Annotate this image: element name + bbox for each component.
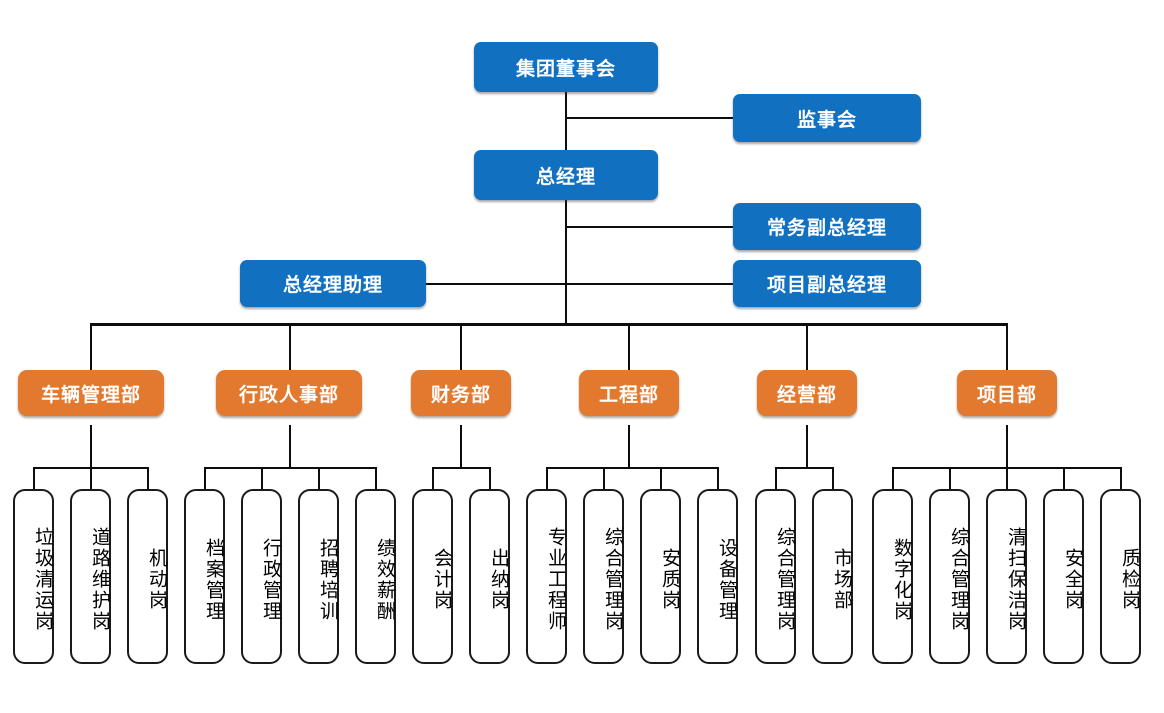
node-supervisory[interactable]: 监事会 bbox=[733, 94, 921, 142]
leaf-stem-f2 bbox=[489, 467, 491, 489]
node-project-deputy[interactable]: 项目副总经理 bbox=[733, 260, 921, 307]
leaf-stem-p1 bbox=[892, 467, 894, 489]
node-position-operations-2[interactable]: 市场部 bbox=[812, 489, 853, 664]
subtree-stem-engineering bbox=[628, 425, 630, 468]
node-position-adminhr-3[interactable]: 招聘培训 bbox=[298, 489, 339, 664]
leaf-stem-p3 bbox=[1006, 467, 1008, 489]
leaf-stem-e4 bbox=[717, 467, 719, 489]
leaf-stem-e2 bbox=[603, 467, 605, 489]
node-position-finance-1[interactable]: 会计岗 bbox=[412, 489, 453, 664]
node-position-engineering-3[interactable]: 安质岗 bbox=[640, 489, 681, 664]
node-position-project-3[interactable]: 清扫保洁岗 bbox=[986, 489, 1027, 664]
connector-to-supervisory bbox=[565, 117, 733, 119]
leaf-stem-f1 bbox=[432, 467, 434, 489]
dept-stem-engineering bbox=[628, 323, 630, 370]
leaf-stem-v3 bbox=[147, 467, 149, 489]
node-dept-engineering[interactable]: 工程部 bbox=[579, 370, 679, 416]
dept-stem-finance bbox=[460, 323, 462, 370]
leaf-stem-o1 bbox=[775, 467, 777, 489]
leaf-stem-e1 bbox=[546, 467, 548, 489]
node-dept-admin-hr[interactable]: 行政人事部 bbox=[216, 370, 362, 416]
leaf-stem-p2 bbox=[949, 467, 951, 489]
connector-to-exec-deputy bbox=[565, 226, 733, 228]
node-general-manager[interactable]: 总经理 bbox=[474, 150, 658, 200]
dept-stem-admin-hr bbox=[289, 323, 291, 370]
connector-gm-trunk bbox=[565, 199, 567, 324]
department-bus bbox=[90, 323, 1008, 326]
subtree-stem-admin-hr bbox=[289, 425, 291, 468]
leaf-stem-v1 bbox=[33, 467, 35, 489]
leaf-stem-a4 bbox=[375, 467, 377, 489]
leaf-stem-o2 bbox=[832, 467, 834, 489]
node-board[interactable]: 集团董事会 bbox=[474, 42, 658, 92]
leaf-stem-a1 bbox=[204, 467, 206, 489]
subtree-stem-operations bbox=[806, 425, 808, 468]
node-position-engineering-4[interactable]: 设备管理 bbox=[697, 489, 738, 664]
node-position-operations-1[interactable]: 综合管理岗 bbox=[755, 489, 796, 664]
dept-stem-operations bbox=[806, 323, 808, 370]
node-exec-deputy[interactable]: 常务副总经理 bbox=[733, 203, 921, 250]
node-position-adminhr-1[interactable]: 档案管理 bbox=[184, 489, 225, 664]
leaf-stem-v2 bbox=[90, 467, 92, 489]
dept-stem-project bbox=[1006, 323, 1008, 370]
node-dept-operations[interactable]: 经营部 bbox=[757, 370, 857, 416]
subtree-bus-operations bbox=[775, 467, 832, 469]
node-position-vehicle-3[interactable]: 机动岗 bbox=[127, 489, 168, 664]
subtree-stem-project bbox=[1006, 425, 1008, 468]
node-position-adminhr-4[interactable]: 绩效薪酬 bbox=[355, 489, 396, 664]
leaf-stem-p4 bbox=[1063, 467, 1065, 489]
node-gm-assistant[interactable]: 总经理助理 bbox=[240, 260, 426, 307]
subtree-stem-finance bbox=[460, 425, 462, 468]
node-position-project-5[interactable]: 质检岗 bbox=[1100, 489, 1141, 664]
node-dept-vehicle[interactable]: 车辆管理部 bbox=[18, 370, 164, 416]
leaf-stem-p5 bbox=[1120, 467, 1122, 489]
node-position-project-2[interactable]: 综合管理岗 bbox=[929, 489, 970, 664]
node-position-engineering-1[interactable]: 专业工程师 bbox=[526, 489, 567, 664]
leaf-stem-a2 bbox=[261, 467, 263, 489]
subtree-stem-vehicle bbox=[90, 425, 92, 468]
leaf-stem-a3 bbox=[318, 467, 320, 489]
node-dept-project[interactable]: 项目部 bbox=[957, 370, 1057, 416]
node-position-adminhr-2[interactable]: 行政管理 bbox=[241, 489, 282, 664]
node-position-finance-2[interactable]: 出纳岗 bbox=[469, 489, 510, 664]
node-dept-finance[interactable]: 财务部 bbox=[411, 370, 511, 416]
node-position-vehicle-2[interactable]: 道路维护岗 bbox=[70, 489, 111, 664]
subtree-bus-engineering bbox=[546, 467, 718, 469]
node-position-engineering-2[interactable]: 综合管理岗 bbox=[583, 489, 624, 664]
connector-to-project-deputy bbox=[565, 283, 733, 285]
node-position-project-4[interactable]: 安全岗 bbox=[1043, 489, 1084, 664]
connector-to-gm-assistant bbox=[425, 283, 566, 285]
dept-stem-vehicle bbox=[90, 323, 92, 370]
node-position-project-1[interactable]: 数字化岗 bbox=[872, 489, 913, 664]
subtree-bus-finance bbox=[432, 467, 489, 469]
node-position-vehicle-1[interactable]: 垃圾清运岗 bbox=[13, 489, 54, 664]
subtree-bus-admin-hr bbox=[204, 467, 376, 469]
leaf-stem-e3 bbox=[660, 467, 662, 489]
connector-board-trunk bbox=[565, 91, 567, 157]
